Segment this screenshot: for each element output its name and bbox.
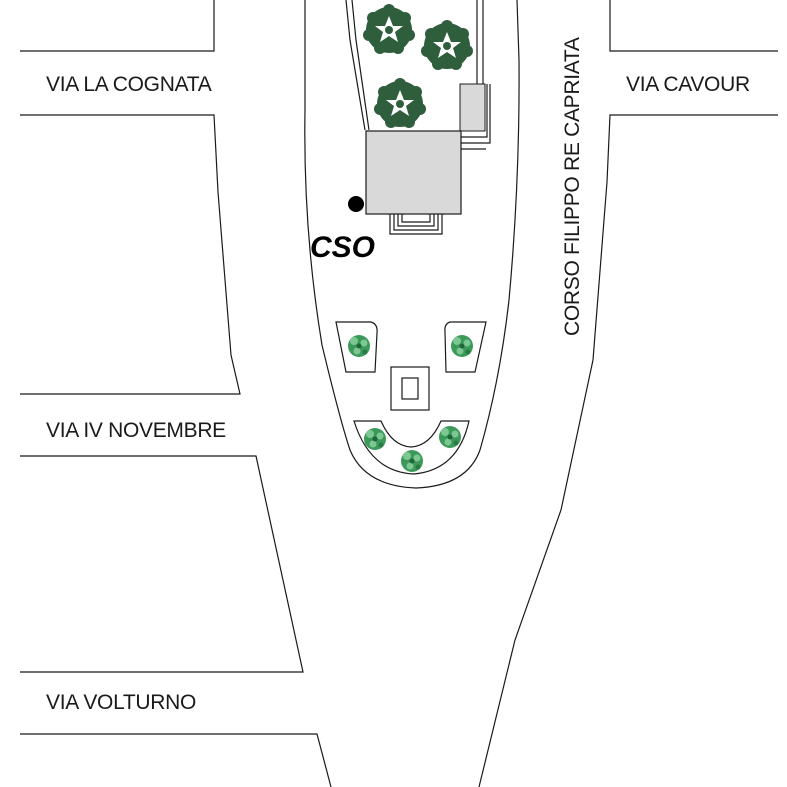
left-blocks [20, 0, 332, 787]
shrub-icon [364, 428, 386, 450]
shrub-icon [348, 335, 370, 357]
location-dot-icon [348, 196, 364, 212]
street-label-via-volturno: VIA VOLTURNO [46, 691, 196, 714]
shrub-icon [451, 335, 473, 357]
tree-icon [421, 20, 473, 70]
tree-icon [363, 4, 415, 54]
street-label-via-cavour: VIA CAVOUR [626, 73, 750, 96]
right-blocks [478, 0, 778, 787]
building [365, 83, 491, 235]
street-label-via-iv-novembre: VIA IV NOVEMBRE [46, 419, 226, 442]
flower-beds [335, 321, 487, 475]
street-label-via-la-cognata: VIA LA COGNATA [46, 73, 212, 96]
shrub-icon [439, 426, 461, 448]
shrub-icon [401, 450, 423, 472]
cso-label: CSO [310, 231, 375, 264]
tree-icon [374, 78, 426, 128]
street-label-corso-filippo-re-capriata: CORSO FILIPPO RE CAPRIATA [561, 37, 584, 336]
central-plaza [304, 0, 520, 489]
